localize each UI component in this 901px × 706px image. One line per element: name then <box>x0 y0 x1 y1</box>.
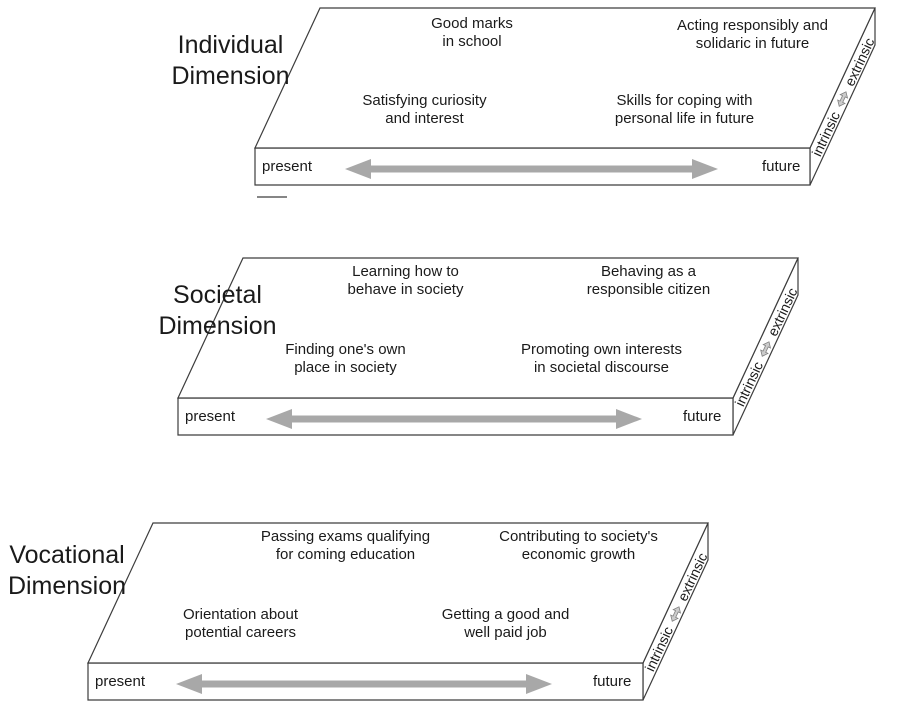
panel1-arrowhead-left-icon <box>345 159 371 179</box>
panel1-item-acting-responsibly: Acting responsibly and solidaric in futu… <box>677 17 828 53</box>
panel1-axis-label: intrinsic extrinsic <box>797 14 890 179</box>
panel3-item-good-job: Getting a good and well paid job <box>441 606 570 642</box>
panel1-title: Individual Dimension <box>171 31 290 90</box>
double-arrow-glyph <box>669 605 681 622</box>
panel3-item-passing-exams: Passing exams qualifying for coming educ… <box>260 528 431 564</box>
panel2-arrowhead-left-icon <box>266 409 292 429</box>
panel3-future-label: future <box>593 673 632 690</box>
panel2-item-responsible-citizen: Behaving as a responsible citizen <box>586 263 711 299</box>
panel1-item-skills-coping: Skills for coping with personal life in … <box>614 92 755 128</box>
panel2-arrowhead-right-icon <box>616 409 642 429</box>
panel2-title: Societal Dimension <box>158 281 277 340</box>
panel1-present-label: present <box>262 158 313 175</box>
panel3-title: Vocational Dimension <box>7 541 127 600</box>
intrinsic-extrinsic-arrow-icon <box>836 90 848 107</box>
panel1-arrowhead-right-icon <box>692 159 718 179</box>
panel2-item-promoting-interests: Promoting own interests in societal disc… <box>521 341 682 377</box>
panel2-future-label: future <box>683 408 722 425</box>
panel3-axis-label: intrinsic extrinsic <box>630 529 723 694</box>
panel3-item-contributing-growth: Contributing to society's economic growt… <box>499 528 658 564</box>
panel2-present-label: present <box>185 408 236 425</box>
panel1-item-good-marks: Good marks in school <box>431 15 513 51</box>
panel3-arrowhead-right-icon <box>526 674 552 694</box>
panel1-item-satisfying-curiosity: Satisfying curiosity and interest <box>362 92 487 128</box>
panel2-item-finding-place: Finding one's own place in society <box>285 341 406 377</box>
panel1-future-label: future <box>762 158 801 175</box>
double-arrow-glyph <box>836 90 848 107</box>
double-arrow-glyph <box>759 340 771 357</box>
panel3-item-orientation-careers: Orientation about potential careers <box>182 606 299 642</box>
intrinsic-extrinsic-arrow-icon <box>669 605 681 622</box>
panel3-arrowhead-left-icon <box>176 674 202 694</box>
panel3-present-label: present <box>95 673 146 690</box>
panel2-top-face <box>177 257 799 399</box>
intrinsic-extrinsic-arrow-icon <box>759 340 771 357</box>
panel2-axis-label: intrinsic extrinsic <box>720 264 813 429</box>
panel1-top-face <box>254 7 876 149</box>
panel3-top-face <box>87 522 709 664</box>
panel2-item-learning-behave: Learning how to behave in society <box>347 263 464 299</box>
